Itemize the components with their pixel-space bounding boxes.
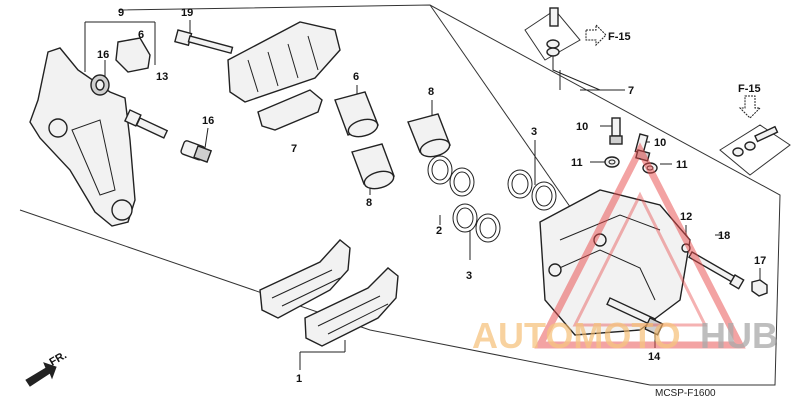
bleeder-cap [180, 140, 213, 163]
callout-7: 7 [628, 85, 634, 97]
callout-14: 14 [648, 351, 661, 363]
callout-18: 18 [718, 230, 730, 242]
brake-pad-set [259, 239, 399, 347]
bracket-upper-hole [48, 118, 68, 138]
grommet [90, 74, 110, 96]
watermark-text-dark: HUB [700, 315, 778, 356]
callout-1: 1 [296, 373, 302, 385]
washer-11-left [604, 156, 620, 168]
brake-hose-7 [524, 7, 601, 91]
callout-11-left: 11 [571, 157, 583, 169]
piston-8-upper [407, 113, 451, 158]
caliper-port-lower [548, 263, 562, 277]
callout-5: 7 [291, 143, 297, 155]
f15-ref-group-right [719, 124, 791, 176]
callout-15: 16 [202, 115, 214, 127]
piston-seal-set-3 [507, 169, 557, 211]
bolt-19 [174, 29, 234, 55]
callout-3-lower: 3 [466, 270, 472, 282]
callout-19: 19 [181, 7, 193, 19]
piston-8-lower [351, 143, 395, 190]
front-direction-arrow-icon [25, 362, 57, 387]
callout-8-lower: 8 [366, 197, 372, 209]
front-direction-label: FR. [48, 349, 69, 368]
caliper-pin-bolt [123, 109, 169, 139]
pad-spring-plate [115, 37, 151, 73]
bracket-cutout [71, 119, 116, 196]
callout-6: 6 [138, 29, 144, 41]
ref-arrow-icon-right [738, 95, 762, 119]
pad-shim-housing [227, 21, 341, 103]
callout-11-right: 11 [676, 159, 688, 171]
piston-4 [334, 91, 379, 138]
callout-3-upper: 3 [531, 126, 537, 138]
caliper-mount-bolt [606, 297, 664, 336]
diagram-code: MCSP-F1600 [655, 388, 716, 399]
callout-13: 13 [156, 71, 168, 83]
caliper-body [539, 189, 691, 336]
nut-17 [751, 279, 768, 297]
ref-label-top: F-15 [608, 31, 631, 43]
caliper-bracket [29, 47, 136, 227]
pad-spring [257, 89, 323, 131]
callout-8-upper: 8 [428, 86, 434, 98]
callout-12: 12 [680, 211, 692, 223]
watermark-text-light: AUTOMOTO [472, 315, 681, 356]
piston-seal-set-2 [427, 155, 501, 243]
callout-17: 17 [754, 255, 766, 267]
callout-numbers: 9 6 16 13 19 16 7 6 8 8 3 2 3 7 10 10 11… [97, 7, 766, 385]
bracket-mount-hole [111, 199, 133, 221]
callout-16: 16 [97, 49, 109, 61]
callout-10-left: 10 [576, 121, 588, 133]
callout-2: 2 [436, 225, 442, 237]
watermark-logo: AUTOMOTO HUB [472, 142, 778, 356]
callout-4: 6 [353, 71, 359, 83]
ref-arrow-icon-top [585, 23, 607, 47]
callout-9: 9 [118, 7, 124, 19]
bleeder-valve-left [609, 117, 623, 145]
callout-10-right: 10 [654, 137, 666, 149]
ref-label-right: F-15 [738, 83, 761, 95]
